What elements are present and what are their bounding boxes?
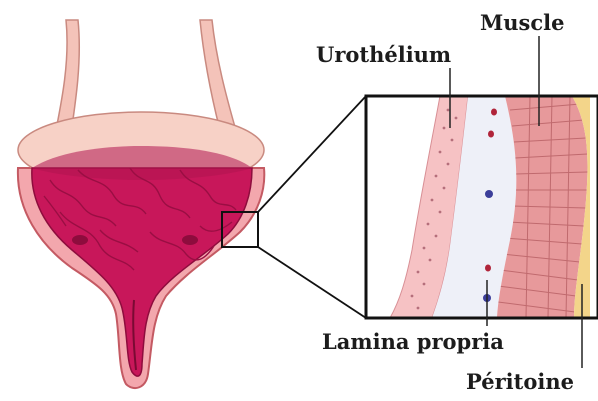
label-lamina-propria: Lamina propria [322, 331, 504, 352]
label-peritoine: Péritoine [466, 371, 574, 392]
label-muscle: Muscle [480, 12, 564, 33]
nucleus [488, 131, 494, 138]
bladder-lumen [32, 168, 252, 376]
zoom-connector-bottom [258, 247, 366, 318]
nucleus [485, 265, 491, 272]
nucleus [485, 190, 493, 198]
nucleus [491, 109, 497, 116]
label-urothelium: Urothélium [316, 44, 451, 65]
left-ureteric-orifice [72, 235, 88, 245]
histology-inset [366, 96, 598, 318]
right-ureteric-orifice [182, 235, 198, 245]
zoom-connector-top [258, 96, 366, 212]
